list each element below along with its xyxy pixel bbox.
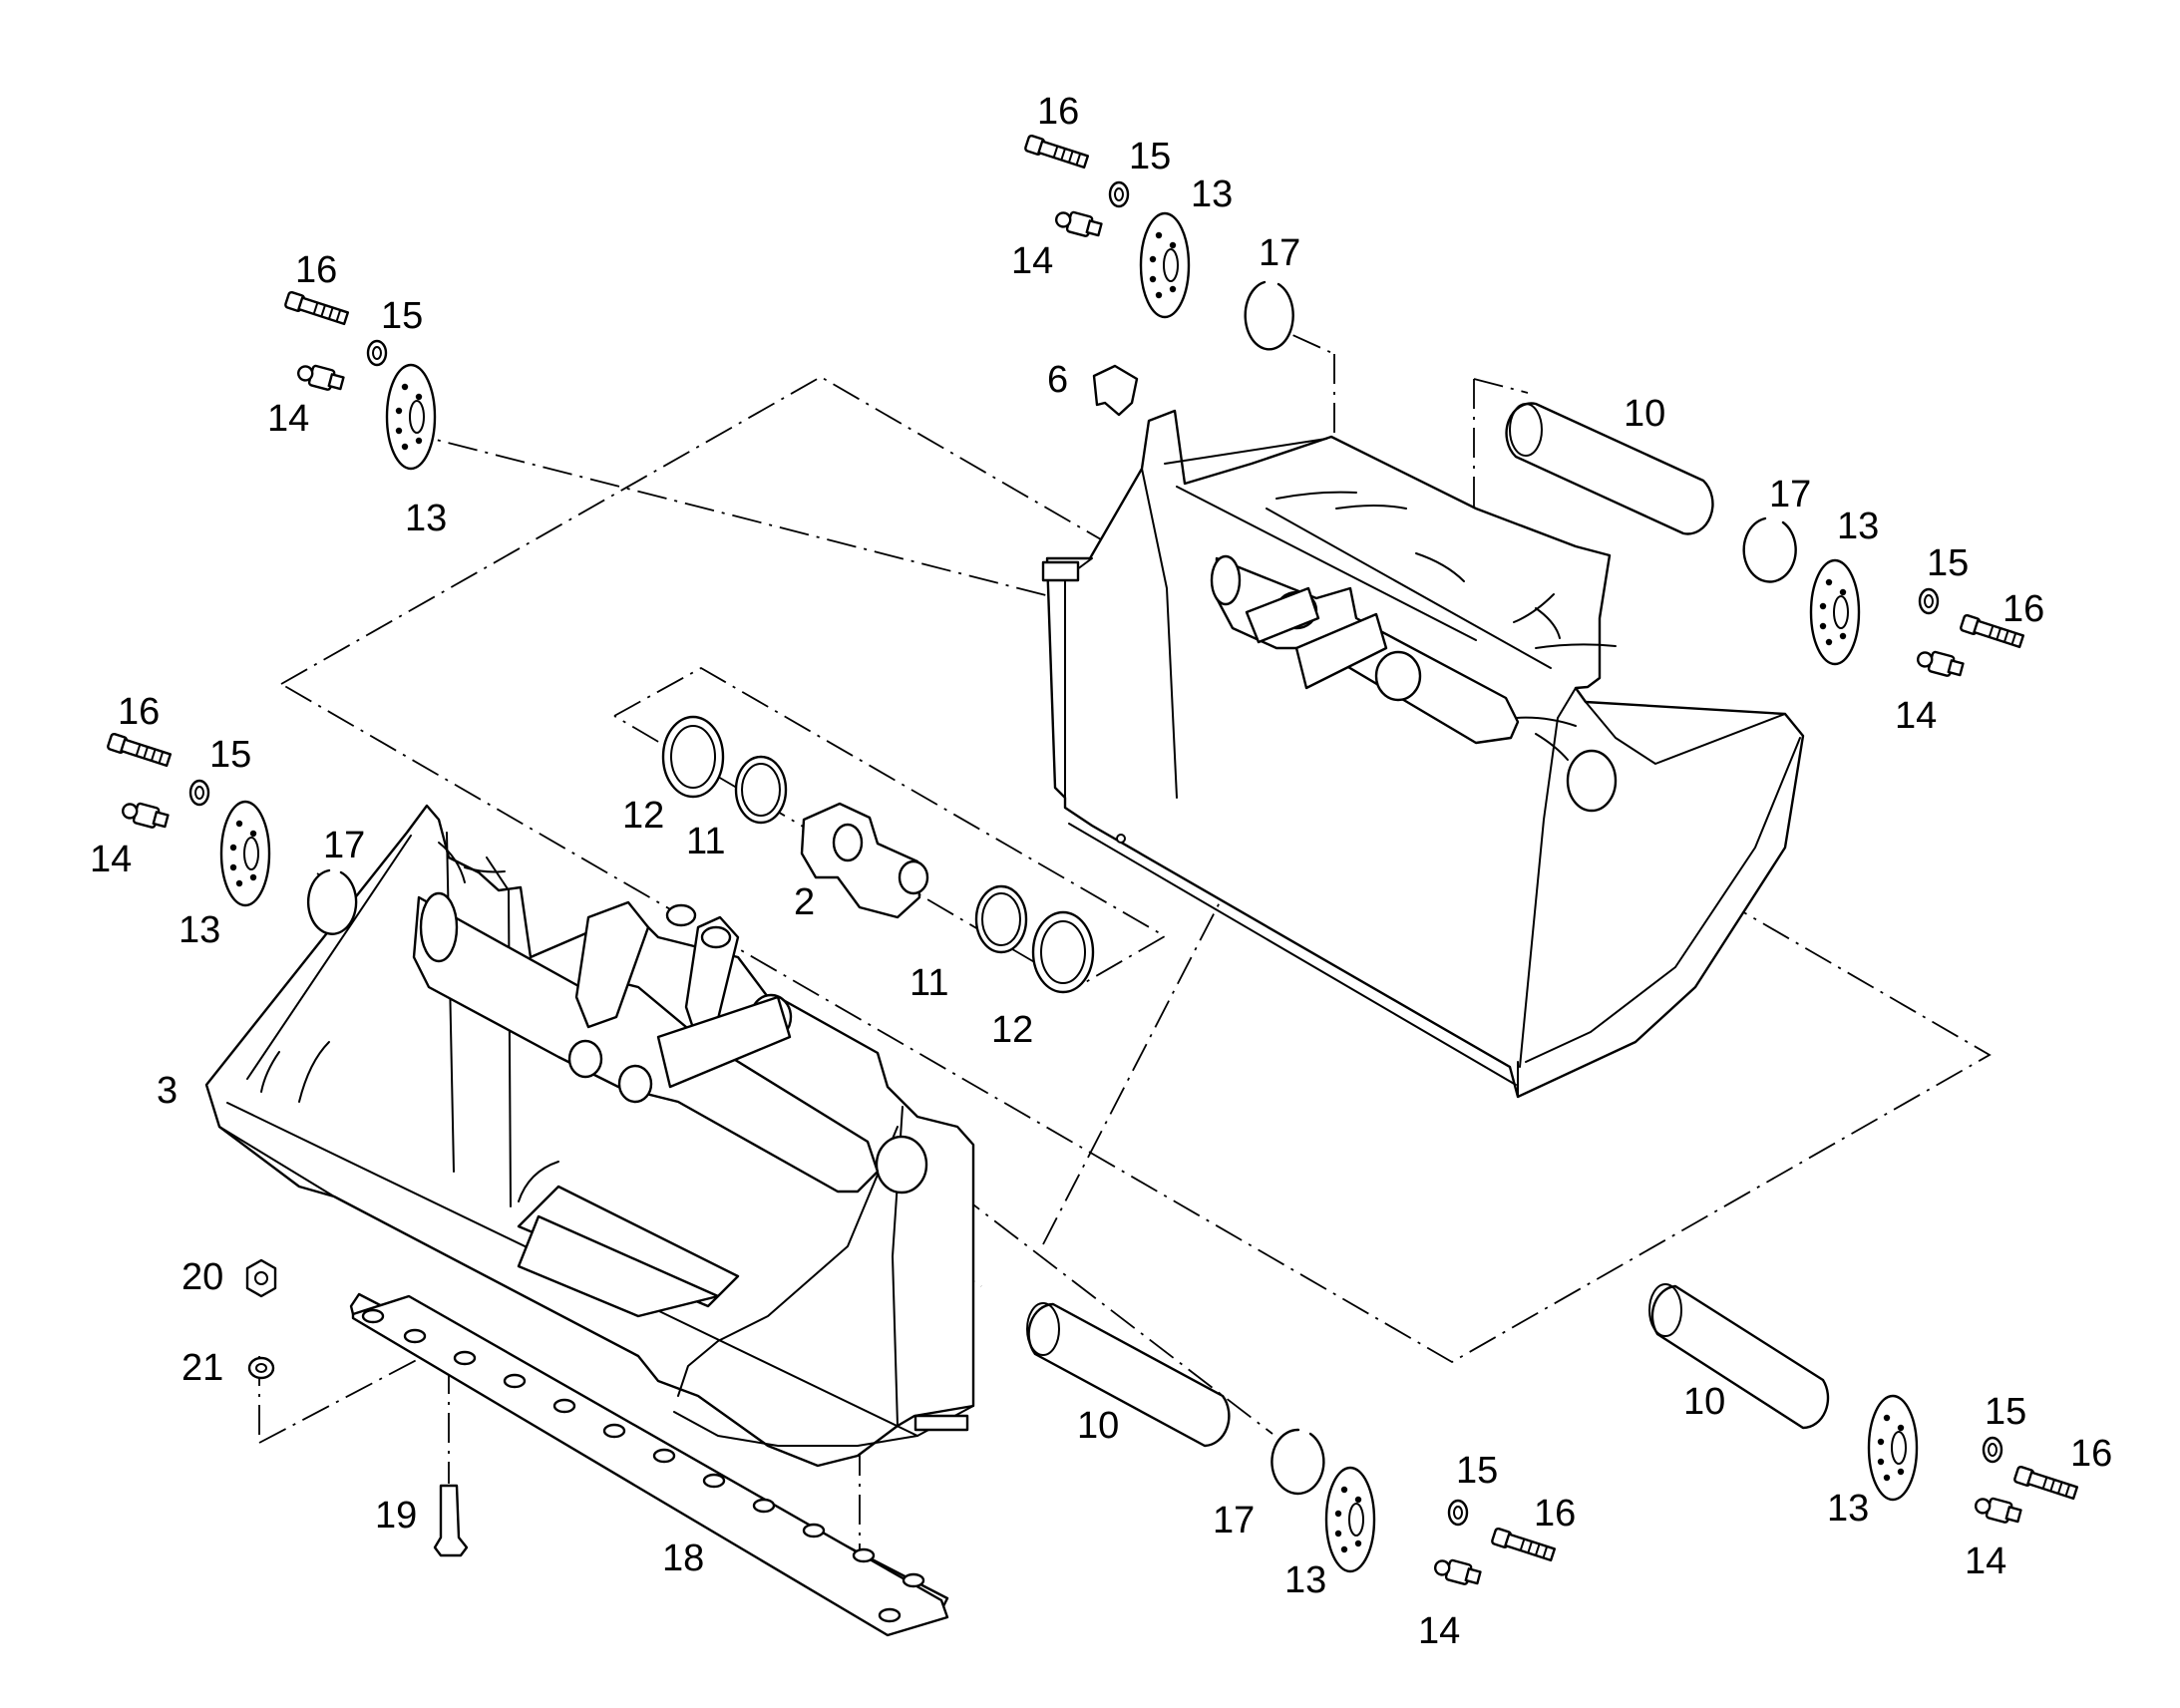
callout-17-left: 17 bbox=[323, 825, 365, 866]
callout-16-bottom-center: 16 bbox=[1534, 1493, 1576, 1535]
pins bbox=[1026, 402, 1830, 1448]
end-cap-bottom-center bbox=[1324, 1466, 1557, 1589]
callout-12-left: 12 bbox=[622, 795, 664, 837]
callout-2: 2 bbox=[794, 881, 815, 923]
callout-19: 19 bbox=[375, 1495, 417, 1537]
callout-13-bottom-right: 13 bbox=[1827, 1488, 1869, 1530]
callout-16-top: 16 bbox=[1037, 91, 1079, 133]
cutting-edge-group bbox=[245, 1258, 949, 1637]
callout-15-right: 15 bbox=[1927, 542, 1969, 584]
pin-lower-center bbox=[1026, 1302, 1231, 1448]
callout-15-bottom-right: 15 bbox=[1985, 1391, 2026, 1433]
callout-14-bottom-center: 14 bbox=[1418, 1610, 1460, 1652]
callout-15-upper-left: 15 bbox=[381, 295, 423, 337]
end-cap-right bbox=[1809, 558, 2025, 681]
front-bucket bbox=[204, 804, 975, 1468]
callout-13-right: 13 bbox=[1837, 506, 1879, 547]
callout-14-top: 14 bbox=[1011, 240, 1053, 282]
callout-14-right: 14 bbox=[1895, 695, 1937, 737]
callout-21: 21 bbox=[182, 1347, 223, 1389]
callout-17-right: 17 bbox=[1769, 474, 1811, 515]
callout-15-top: 15 bbox=[1129, 136, 1171, 177]
callout-3: 3 bbox=[157, 1070, 178, 1112]
rear-teeth bbox=[1275, 491, 1617, 761]
callout-10-upper: 10 bbox=[1624, 393, 1665, 435]
callout-20: 20 bbox=[182, 1256, 223, 1298]
callout-14-upper-left: 14 bbox=[267, 398, 309, 440]
callout-15-left: 15 bbox=[209, 734, 251, 776]
callout-11-left: 11 bbox=[686, 821, 725, 862]
callout-18: 18 bbox=[662, 1537, 704, 1579]
pin-upper-right bbox=[1505, 402, 1714, 535]
callout-16-right: 16 bbox=[2002, 588, 2044, 630]
callout-12-right: 12 bbox=[991, 1009, 1033, 1051]
callout-labels: 2 3 6 10 10 10 11 11 12 12 13 13 13 13 1… bbox=[90, 91, 2112, 1652]
callout-16-upper-left: 16 bbox=[295, 249, 337, 291]
snap-rings bbox=[306, 280, 1797, 1496]
callout-16-bottom-right: 16 bbox=[2070, 1433, 2112, 1475]
link-and-rings bbox=[661, 715, 1095, 994]
callout-10-lower-center: 10 bbox=[1077, 1405, 1119, 1447]
callout-14-left: 14 bbox=[90, 839, 132, 880]
callout-15-bottom-center: 15 bbox=[1456, 1450, 1498, 1492]
callout-13-left: 13 bbox=[179, 909, 220, 951]
callout-14-bottom-right: 14 bbox=[1965, 1540, 2006, 1582]
front-bucket-pins bbox=[412, 891, 880, 1318]
pin-lower-right bbox=[1648, 1283, 1830, 1430]
callout-13-bottom-center: 13 bbox=[1284, 1559, 1326, 1601]
rear-bucket-pins bbox=[1210, 554, 1520, 745]
rear-bucket bbox=[1041, 364, 1805, 1099]
callout-17-top: 17 bbox=[1259, 232, 1300, 274]
end-cap-bottom-right bbox=[1867, 1394, 2079, 1528]
callout-16-left: 16 bbox=[118, 691, 160, 733]
callout-13-upper-left: 13 bbox=[405, 498, 447, 539]
callout-13-top: 13 bbox=[1191, 173, 1233, 215]
callout-11-right: 11 bbox=[909, 962, 948, 1004]
front-teeth bbox=[260, 842, 559, 1202]
callout-17-bottom-center: 17 bbox=[1213, 1500, 1255, 1541]
callout-10-lower-right: 10 bbox=[1683, 1381, 1725, 1423]
callout-6: 6 bbox=[1047, 359, 1068, 401]
